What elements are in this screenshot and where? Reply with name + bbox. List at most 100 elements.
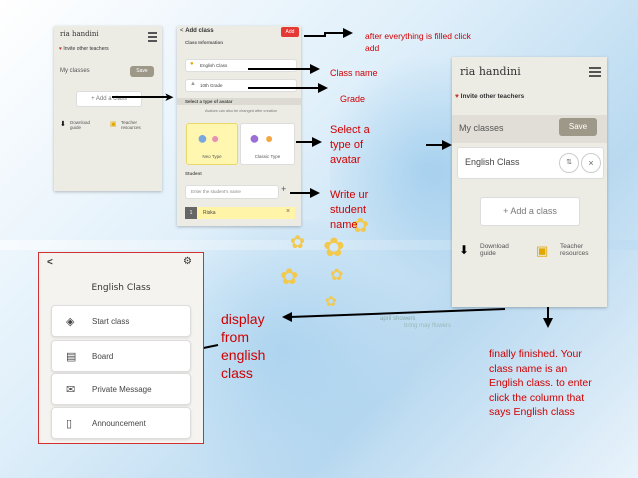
private-message-label: Private Message (92, 385, 152, 394)
start-class-label: Start class (92, 317, 130, 326)
annotation-finished: finally finished. Your class name is an … (489, 347, 601, 420)
arrow-head (318, 83, 328, 93)
announcement-label: Announcement (92, 419, 146, 428)
class-name-value: English Class (200, 63, 228, 68)
arrow-to-add (304, 32, 343, 37)
close-icon[interactable]: × (581, 153, 601, 173)
teacher-resources-link[interactable]: Teacher resources (121, 120, 141, 130)
annotation-grade: Grade (340, 94, 366, 104)
student-number: 1 (185, 207, 197, 219)
monster-avatar-icon: ● (265, 130, 274, 146)
board-button[interactable]: ▤ Board (51, 340, 191, 372)
start-class-button[interactable]: ◈ Start class (51, 305, 191, 337)
student-header: Student (185, 171, 202, 176)
neo-type-option[interactable]: ● ● Neo Type (186, 123, 238, 165)
announcement-icon: ▯ (66, 418, 73, 430)
avatar-section-header: Select a type of avatar (177, 98, 301, 105)
student-name-input[interactable]: Enter the student's name (185, 185, 279, 199)
save-button[interactable]: Save (130, 66, 154, 77)
remove-student-icon[interactable]: × (286, 208, 291, 215)
arrow-head (543, 318, 553, 328)
avatar-note: Avatars can also be changed after creati… (204, 109, 278, 113)
download-icon: ⬇ (60, 121, 66, 128)
class-item-label: English Class (465, 157, 520, 167)
annotation-write-student: Write ur student name (330, 189, 369, 231)
add-class-button[interactable]: + Add a class (480, 197, 580, 226)
plus-icon[interactable]: + (281, 184, 287, 194)
my-classes-label: My classes (60, 68, 90, 74)
neo-type-label: Neo Type (202, 154, 222, 159)
class-information-header: Class Information (185, 40, 224, 45)
flower-icon: ✿ (352, 215, 369, 237)
menu-icon[interactable] (589, 65, 601, 79)
private-message-button[interactable]: ✉ Private Message (51, 373, 191, 405)
mail-icon: ✉ (66, 384, 76, 396)
monster-avatar-icon: ● (197, 128, 208, 148)
save-button[interactable]: Save (559, 118, 597, 136)
annotation-class-name: Class name (330, 68, 378, 78)
student-name-value: Riska (203, 210, 216, 216)
teacher-resources-link[interactable]: Teacher resources (560, 243, 589, 257)
announcement-button[interactable]: ▯ Announcement (51, 407, 191, 439)
invite-label: Invite other teachers (63, 46, 109, 52)
grade-value: 10th Grade (200, 83, 223, 88)
flower-icon: ✿ (325, 293, 337, 309)
phone-english-class-screen: < ⚙ English Class ◈ Start class ▤ Board … (38, 252, 204, 444)
board-icon: ▤ (66, 351, 77, 363)
phone-home-screen: ria handini ♥ Invite other teachers My c… (54, 26, 162, 191)
add-class-button[interactable]: + Add a class (76, 91, 142, 107)
heart-icon: ♥ (455, 93, 459, 100)
monster-avatar-icon: ● (211, 130, 220, 146)
classic-type-label: Classic Type (254, 154, 281, 159)
arrow-head (310, 64, 320, 74)
annotation-display: display from english class (221, 311, 266, 381)
annotation-finished-prefix: finally (489, 348, 519, 360)
arrow-head (312, 137, 322, 147)
arrow-head (442, 140, 452, 150)
screen-title: Add class (185, 28, 214, 34)
annotation-select-avatar: Select a type of avatar (330, 124, 370, 166)
invite-link[interactable]: ♥ Invite other teachers (455, 93, 524, 100)
heart-icon: ♥ (59, 46, 62, 52)
annotation-after-filled: after everything is filled click add (365, 31, 471, 53)
grade-icon: ▲ (190, 81, 196, 87)
settings-gear-icon[interactable]: ⚙ (183, 256, 192, 267)
app-logo: ria handini (60, 30, 99, 38)
arrow-head (282, 312, 292, 322)
invite-label: Invite other teachers (460, 93, 525, 100)
arrow-head (343, 28, 353, 38)
arrow-to-display (289, 308, 506, 318)
folder-icon: ▣ (110, 121, 117, 128)
phone-add-class-screen: < Add class Add Class Information ● Engl… (177, 26, 301, 226)
folder-icon: ▣ (536, 243, 549, 258)
student-name-placeholder: Enter the student's name (191, 189, 241, 194)
arrow-head-icon: ➤ (164, 90, 175, 104)
app-logo: ria handini (460, 65, 521, 78)
student-row: 1 Riska × (185, 207, 295, 219)
english-class-item[interactable]: English Class ⇅ × (457, 147, 604, 179)
phone-class-list-screen: ria handini ♥ Invite other teachers My c… (452, 57, 607, 307)
board-label: Board (92, 352, 114, 361)
download-guide-link[interactable]: Download guide (70, 120, 91, 130)
monster-avatar-icon: ● (249, 128, 260, 148)
bg-caption-2: bring may flowers (404, 323, 452, 329)
back-button[interactable]: < Add class (180, 28, 214, 34)
classic-type-option[interactable]: ● ● Classic Type (240, 123, 295, 165)
add-button[interactable]: Add (281, 27, 299, 37)
back-icon: < (180, 28, 184, 34)
background-band (0, 240, 638, 250)
arrow-head (310, 188, 320, 198)
arrow-line (112, 96, 168, 98)
reorder-icon[interactable]: ⇅ (559, 153, 579, 173)
bg-caption-1: april showers (380, 316, 416, 322)
flower-icon: ✿ (290, 232, 306, 252)
invite-link[interactable]: ♥ Invite other teachers (59, 46, 109, 52)
download-icon: ⬇ (459, 243, 470, 257)
flower-icon: ✿ (330, 267, 344, 284)
back-icon[interactable]: < (47, 257, 53, 268)
page-title: English Class (91, 283, 151, 293)
background-swirl (160, 220, 460, 478)
download-guide-link[interactable]: Download guide (480, 243, 509, 257)
menu-icon[interactable] (148, 30, 157, 44)
my-classes-label: My classes (459, 123, 504, 133)
